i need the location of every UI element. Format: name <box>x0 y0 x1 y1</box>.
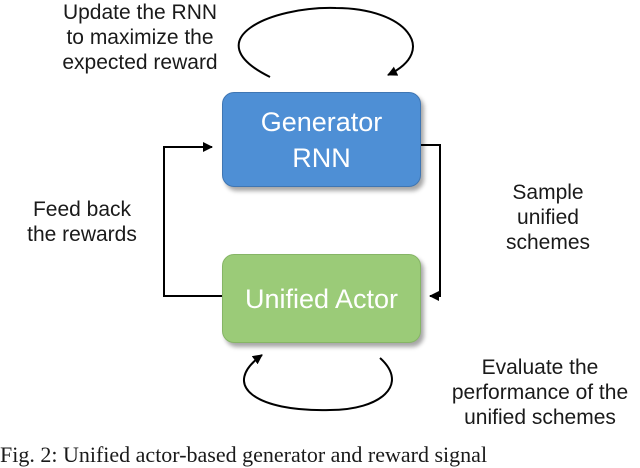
update-rnn-label-line-1: Update the RNN <box>62 1 218 24</box>
update-rnn-label: Update the RNN to maximize the expected … <box>40 0 240 75</box>
feed-back-rewards-label-line-2: the rewards <box>27 223 137 246</box>
bottom-self-loop-arrow <box>243 354 393 412</box>
top-self-loop-arrow <box>237 6 414 78</box>
sample-schemes-label-line-3: schemes <box>505 231 591 254</box>
evaluate-performance-label-line-3: unified schemes <box>464 406 616 429</box>
unified-actor-node-label: Unified Actor <box>244 283 399 314</box>
sample-schemes-label-line-1: Sample <box>512 181 584 204</box>
generator-rnn-node: Generator RNN <box>222 92 421 187</box>
evaluate-performance-label-line-1: Evaluate the <box>481 356 599 379</box>
sample-schemes-label-line-2: unified <box>517 206 579 229</box>
unified-actor-node: Unified Actor <box>222 254 421 343</box>
generator-rnn-node-line-1: Generator <box>260 106 383 137</box>
generator-to-actor-arrow <box>421 144 441 301</box>
sample-schemes-label: Sample unified schemes <box>492 180 604 255</box>
evaluate-performance-label-line-2: performance of the <box>451 381 629 404</box>
update-rnn-label-line-3: expected reward <box>62 51 218 74</box>
feed-back-rewards-label-line-1: Feed back <box>32 198 132 221</box>
actor-to-generator-arrow <box>163 142 222 297</box>
figure-caption: Fig. 2: Unified actor-based generator an… <box>0 442 488 467</box>
update-rnn-label-line-2: to maximize the <box>66 26 214 49</box>
evaluate-performance-label: Evaluate the performance of the unified … <box>440 355 640 430</box>
feed-back-rewards-label: Feed back the rewards <box>18 197 146 247</box>
generator-rnn-node-line-2: RNN <box>292 142 351 173</box>
